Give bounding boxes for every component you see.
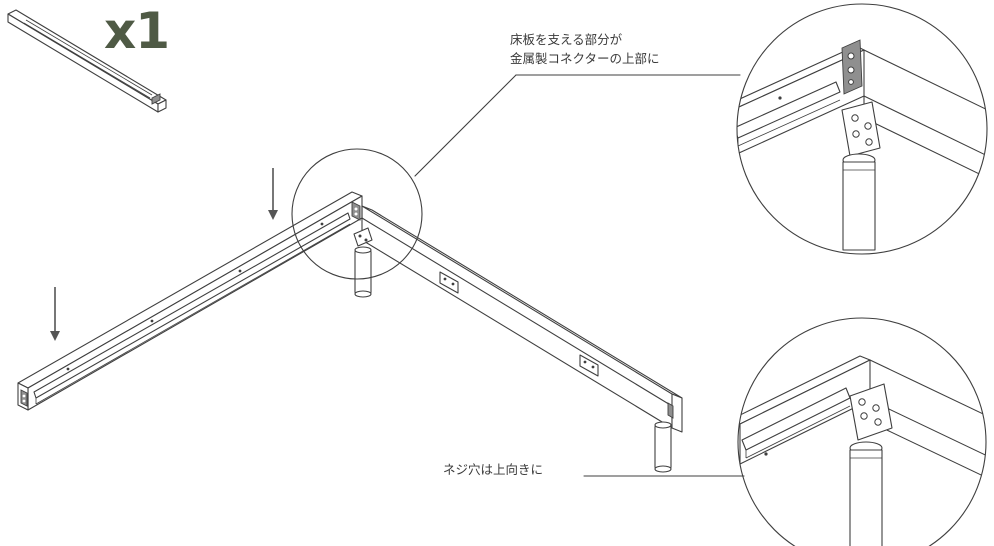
foot-rail <box>361 205 683 433</box>
side-rail-left <box>17 191 363 411</box>
floorboard-note-line2: 金属製コネクターの上部に <box>510 51 660 67</box>
center-leg <box>353 227 373 298</box>
floorboard-note-line1: 床板を支える部分が <box>510 32 623 47</box>
zoom-source-circle <box>291 148 423 280</box>
part-quantity: x1 <box>104 2 170 60</box>
corner-connector <box>351 201 361 221</box>
down-arrow-icon <box>50 287 60 341</box>
side-rail-part-thumbnail <box>7 9 167 113</box>
detail-view-bottom <box>737 317 987 546</box>
screw-hole-note: ネジ穴は上向きに <box>443 462 544 477</box>
foot-leg <box>654 421 672 473</box>
detail-view-top <box>736 3 988 255</box>
down-arrow-icon <box>268 168 278 220</box>
floorboard-support-note: 床板を支える部分が 金属製コネクターの上部に <box>510 30 660 69</box>
